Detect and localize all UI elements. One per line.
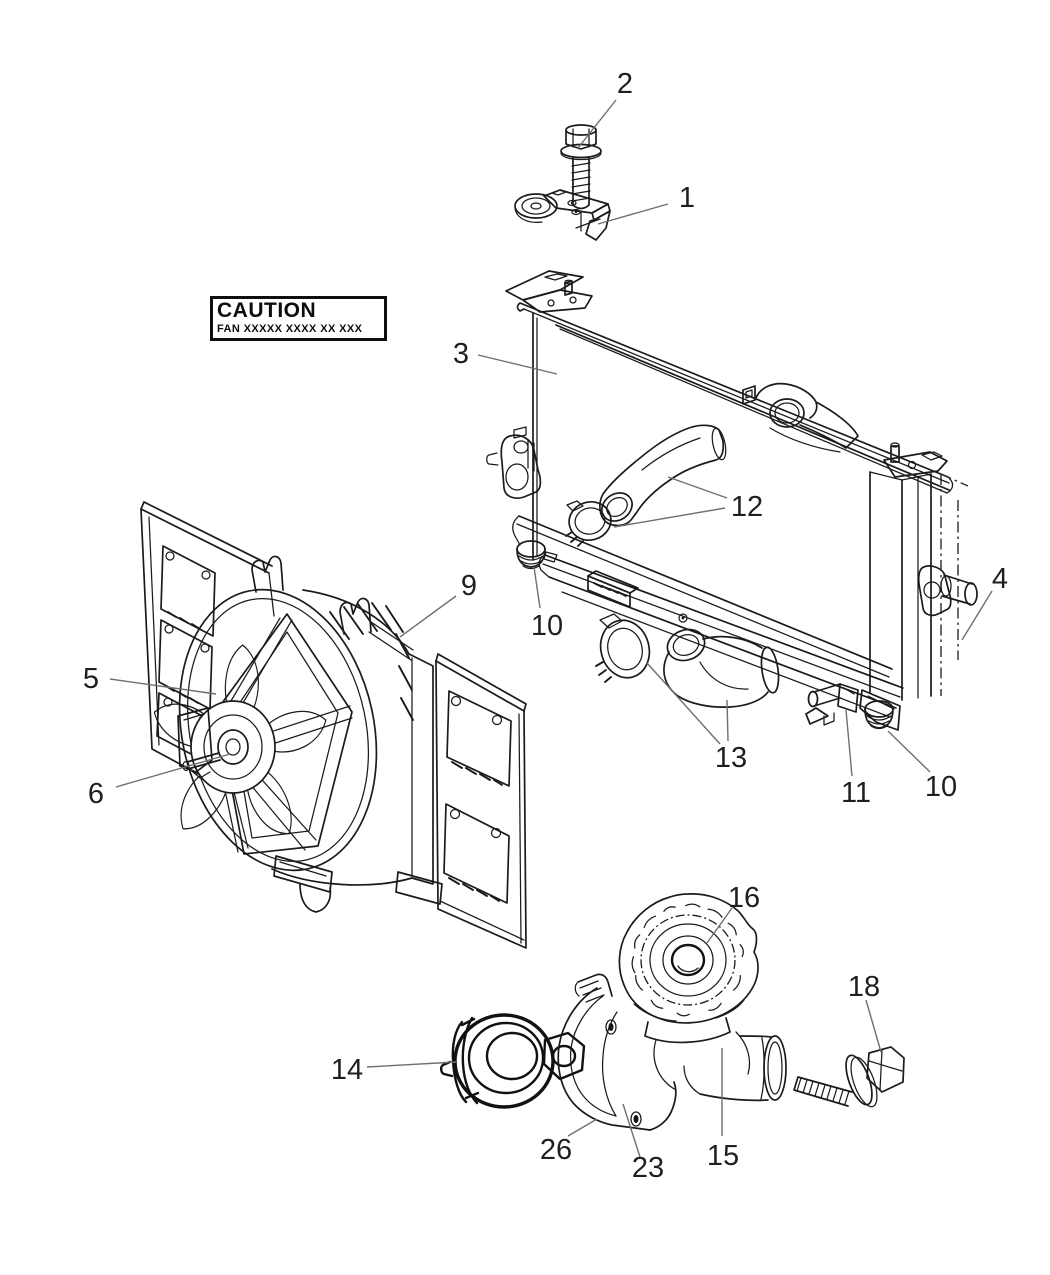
water-outlet <box>683 1035 787 1102</box>
thermostat <box>440 1013 586 1109</box>
callout-bolt-18: 18 <box>848 971 882 1053</box>
callout-fan-blade-5: 5 <box>83 663 217 695</box>
leader-line <box>597 203 669 225</box>
leader-line <box>366 1061 457 1068</box>
callout-housing-26: 26 <box>540 1118 598 1166</box>
radiator-cap <box>618 893 759 1024</box>
callout-label-16: 16 <box>728 882 760 914</box>
callout-label-3: 3 <box>453 338 469 370</box>
caution-text: FAN XXXXX XXXX XX XXX <box>217 323 363 335</box>
caution-title: CAUTION <box>217 299 317 322</box>
callout-condenser-4: 4 <box>961 563 1008 641</box>
callout-radiator-cap-16: 16 <box>706 882 760 944</box>
leader-line <box>845 709 853 777</box>
callout-label-26: 26 <box>540 1134 572 1166</box>
callout-thermostat-14: 14 <box>331 1054 457 1086</box>
callout-upper-hose-12: 12 <box>613 476 763 528</box>
air-seal-panel-right <box>435 653 527 949</box>
upper-hose-clamp <box>565 500 612 547</box>
callout-label-2: 2 <box>617 68 633 100</box>
radiator <box>486 270 954 731</box>
leader-line <box>667 476 728 499</box>
leader-line <box>577 99 617 149</box>
callout-label-12: 12 <box>731 491 763 523</box>
fan-motor <box>182 700 276 794</box>
callout-bolt-2: 2 <box>577 68 633 149</box>
callout-label-11: 11 <box>841 777 871 809</box>
callout-label-9: 9 <box>461 570 477 602</box>
leader-line <box>613 507 726 528</box>
callout-drain-cock-left-10: 10 <box>531 566 563 642</box>
callout-label-6: 6 <box>88 778 104 810</box>
leader-line <box>399 595 457 638</box>
leader-line <box>109 678 217 695</box>
upper-hose <box>599 424 727 527</box>
leader-line <box>961 590 993 641</box>
leader-line <box>726 699 729 742</box>
callout-drain-cock-right-10: 10 <box>887 730 957 803</box>
outlet-bolt <box>793 1046 905 1108</box>
leader-line <box>622 1103 641 1158</box>
lower-bracket-fitting <box>805 683 859 726</box>
lower-hose-clamp <box>595 613 651 683</box>
support-bracket <box>514 189 611 241</box>
fan-shroud <box>153 555 443 913</box>
callout-seal-panel-9: 9 <box>399 570 477 638</box>
callout-fitting-11: 11 <box>841 709 871 809</box>
callout-label-1: 1 <box>679 182 695 214</box>
leader-line <box>533 566 541 609</box>
leader-line <box>646 662 721 745</box>
cap-embossed-text <box>631 903 744 1017</box>
lower-hose <box>663 628 780 708</box>
callout-label-15: 15 <box>707 1140 739 1172</box>
callout-label-5: 5 <box>83 663 99 695</box>
caution-label: CAUTION FAN XXXXX XXXX XX XXX <box>210 296 387 341</box>
condenser-phantom <box>917 473 978 696</box>
callout-gasket-23: 23 <box>622 1103 664 1184</box>
leader-line <box>887 730 931 773</box>
callout-fan-motor-6: 6 <box>88 753 231 810</box>
callouts: 2 1 3 12 9 10 4 5 <box>83 68 1008 1184</box>
mounting-bolt <box>560 124 602 232</box>
callout-lower-hose-13: 13 <box>646 662 747 774</box>
callout-bracket-1: 1 <box>597 182 695 225</box>
leader-line <box>115 753 231 788</box>
callout-label-10-right: 10 <box>925 771 957 803</box>
leader-line <box>865 999 882 1053</box>
drain-cock-right <box>864 700 894 730</box>
leader-line <box>567 1118 598 1137</box>
leader-line <box>477 354 558 375</box>
callout-label-4: 4 <box>992 563 1008 595</box>
callout-radiator-3: 3 <box>453 338 558 375</box>
callout-label-23: 23 <box>632 1152 664 1184</box>
drain-cock-left <box>516 540 558 570</box>
callout-label-13: 13 <box>715 742 747 774</box>
thermostat-housing <box>557 973 751 1131</box>
callout-label-18: 18 <box>848 971 880 1003</box>
callout-label-14: 14 <box>331 1054 363 1086</box>
callout-outlet-15: 15 <box>707 1048 739 1172</box>
callout-label-10-left: 10 <box>531 610 563 642</box>
leader-line <box>706 907 733 944</box>
